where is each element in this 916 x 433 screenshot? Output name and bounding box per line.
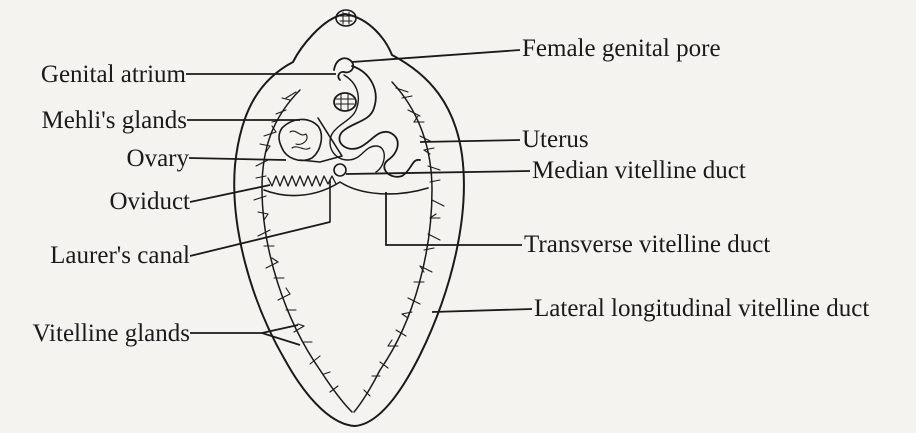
oviduct-shape (268, 176, 336, 186)
vitelline-glands-branching (254, 88, 444, 396)
genital-atrium-shape (334, 58, 353, 80)
label-uterus: Uterus (522, 127, 589, 152)
label-ovary: Ovary (10, 146, 189, 171)
leader-female-genital-pore (352, 50, 520, 62)
leader-laurers-canal (190, 222, 330, 256)
leader-oviduct (190, 185, 270, 202)
label-transverse-vitelline-duct: Transverse vitelline duct (524, 232, 770, 257)
label-female-genital-pore: Female genital pore (522, 36, 721, 61)
leader-ovary (189, 158, 286, 160)
body-outline (234, 14, 464, 426)
label-oviduct: Oviduct (10, 189, 190, 214)
leader-median-vitelline-duct (346, 171, 530, 174)
leader-transverse-vitelline-duct (386, 192, 522, 245)
ventral-sucker (334, 93, 356, 111)
label-laurers-canal: Laurer's canal (10, 243, 190, 268)
right-longitudinal-vitelline-duct (354, 82, 432, 412)
label-mehlis-glands: Mehli's glands (10, 108, 187, 133)
label-genital-atrium: Genital atrium (10, 62, 186, 87)
leader-vitelline-glands (190, 325, 300, 345)
label-median-vitelline-duct: Median vitelline duct (532, 158, 746, 183)
leader-uterus (420, 140, 520, 142)
label-lateral-longitudinal-vitelline-duct: Lateral longitudinal vitelline duct (534, 296, 869, 321)
oral-sucker (336, 10, 356, 26)
ovary-shape (279, 119, 321, 160)
label-vitelline-glands: Vitelline glands (10, 321, 190, 346)
leader-lateral-longitudinal-vitelline-duct (432, 309, 532, 312)
